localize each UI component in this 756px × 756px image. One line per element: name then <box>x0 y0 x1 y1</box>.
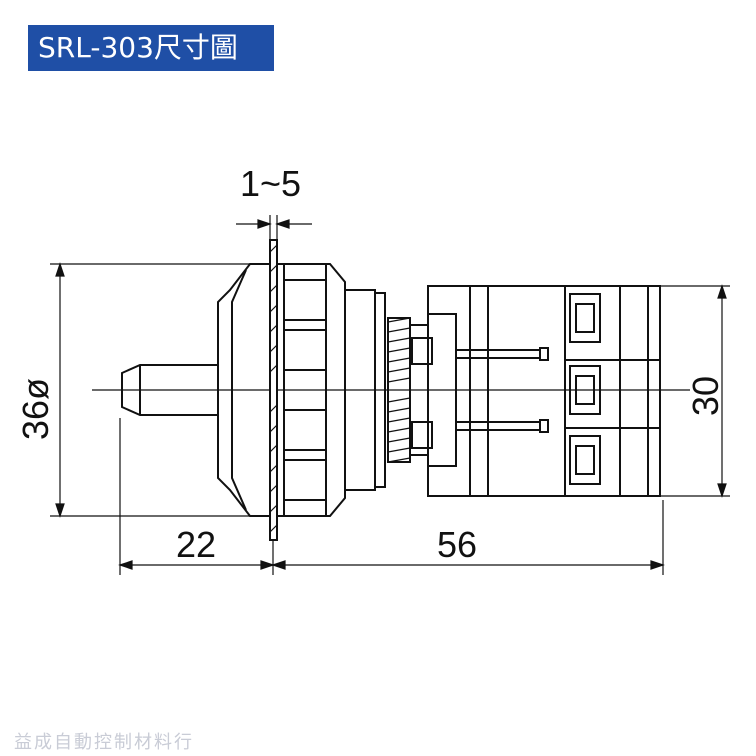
dim-height <box>660 284 730 498</box>
dim-panel-thickness <box>236 215 312 240</box>
flange <box>344 289 386 491</box>
label-shaft-length: 22 <box>176 524 216 565</box>
label-body-length: 56 <box>437 524 477 565</box>
dim-diameter <box>50 262 250 518</box>
contact-block <box>427 285 661 497</box>
knob-cap <box>217 263 270 517</box>
dim-bottom <box>118 418 665 575</box>
watermark: 益成自動控制材料行 <box>14 732 194 753</box>
label-diameter: 36ø <box>15 378 56 440</box>
drawing-title: SRL-303尺寸圖 <box>28 25 274 71</box>
panel <box>269 239 278 541</box>
label-height: 30 <box>685 376 726 416</box>
label-panel-thickness: 1~5 <box>240 163 301 204</box>
